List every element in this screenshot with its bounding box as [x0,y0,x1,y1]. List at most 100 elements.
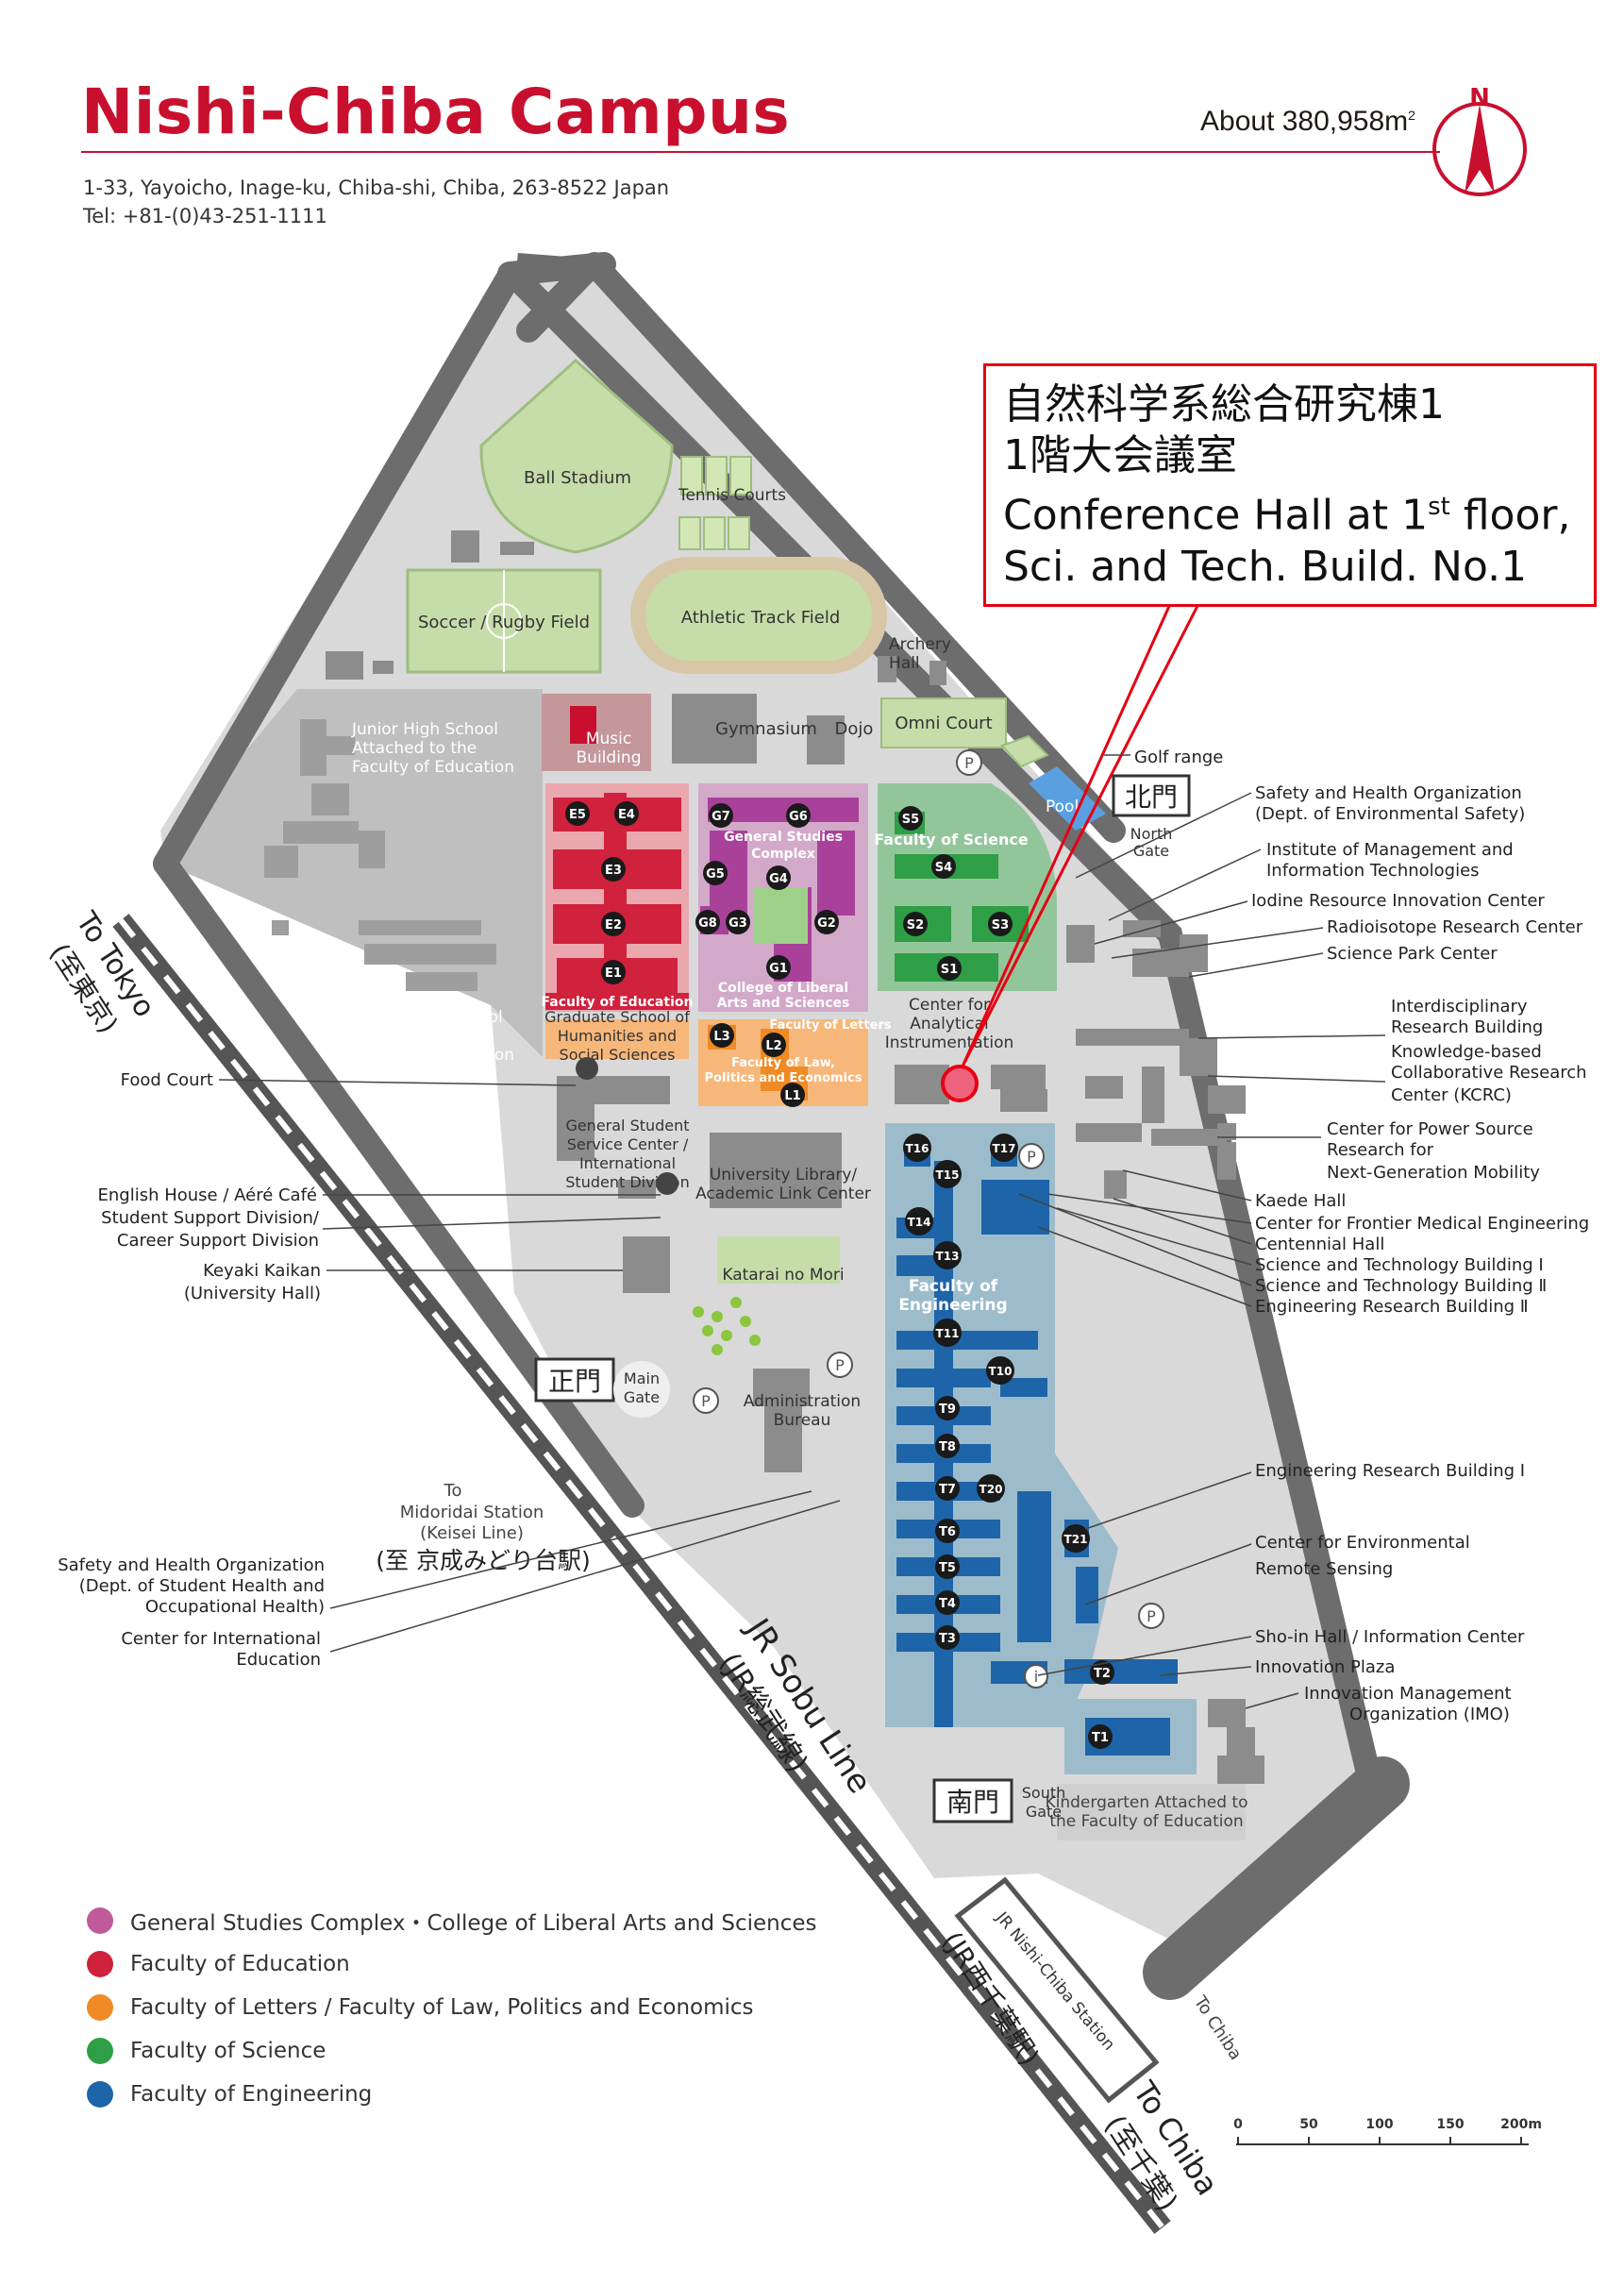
gssc-label-3: International [579,1154,676,1172]
building-code-t2[interactable]: T2 [1090,1660,1114,1685]
building-code-g3[interactable]: G3 [726,910,750,934]
sci-tech-buildings[interactable] [991,1065,1047,1112]
athletic-label: Athletic Track Field [681,608,841,628]
building-code-g1[interactable]: G1 [766,955,791,980]
law-label-2: Politics and Economics [704,1071,862,1085]
main-gate[interactable]: 正門 Main Gate [534,1357,670,1418]
building-code-t3[interactable]: T3 [935,1625,960,1650]
building-code-t13[interactable]: T13 [933,1241,962,1269]
food-court-icon[interactable] [576,1057,598,1080]
gymnasium[interactable] [672,694,757,764]
east-buildings[interactable] [1066,920,1264,1784]
building-code-g6[interactable]: G6 [786,803,811,828]
building-code-t7[interactable]: T7 [935,1476,960,1501]
dojo[interactable] [807,715,845,764]
ball-stadium[interactable] [479,358,674,554]
elementary-school[interactable] [272,920,496,991]
diagonal-top-road [516,253,605,278]
pool[interactable] [1029,766,1106,831]
building-code-t9[interactable]: T9 [935,1396,960,1420]
building-code-g4[interactable]: G4 [766,865,791,890]
legend-label: Faculty of Science [130,2039,326,2063]
legend-swatch [87,1994,113,2021]
building-code-s2[interactable]: S2 [903,912,928,936]
right-label-23: Center for Environmental [1255,1533,1470,1553]
midori-label-4: (至 京成みどり台駅) [376,1547,590,1574]
eng-label-2: Engineering [898,1296,1007,1315]
gssc-label-1: General Student [565,1117,689,1134]
information-icon[interactable]: i [1024,1664,1048,1689]
music-label-2: Building [577,748,642,767]
building-code-t15[interactable]: T15 [933,1160,962,1188]
svg-text:E4: E4 [618,808,635,822]
svg-text:T5: T5 [939,1561,956,1575]
administration-bureau[interactable] [753,1369,810,1472]
building-code-l1[interactable]: L1 [780,1083,805,1107]
legend-swatch [87,1907,113,1934]
south-gate[interactable]: 南門 South Gate [932,1778,1065,1823]
legend-item: Faculty of Letters / Faculty of Law, Pol… [87,1986,817,2029]
svg-text:L2: L2 [765,1039,781,1053]
building-code-s1[interactable]: S1 [937,956,962,981]
junior-high-school[interactable] [264,719,385,878]
svg-text:S2: S2 [907,918,924,932]
building-code-e2[interactable]: E2 [601,912,626,936]
omni-court[interactable] [880,697,1007,748]
building-code-s4[interactable]: S4 [931,854,956,879]
golf-range[interactable] [1000,734,1049,768]
building-code-e1[interactable]: E1 [601,960,626,984]
right-label-12: Center (KCRC) [1391,1085,1512,1105]
right-leader-lines [1018,754,1386,1709]
building-code-t4[interactable]: T4 [935,1590,960,1615]
svg-text:T17: T17 [993,1142,1016,1155]
student-service-buildings[interactable] [557,1076,670,1293]
science-label: Faculty of Science [874,831,1029,848]
building-code-g5[interactable]: G5 [703,861,728,885]
legend-item: General Studies Complex・College of Liber… [87,1899,817,1942]
building-code-t11[interactable]: T11 [933,1319,962,1347]
building-code-l2[interactable]: L2 [762,1033,786,1057]
parking-icons[interactable]: P P P P P [693,749,1164,1629]
building-code-l3[interactable]: L3 [710,1023,734,1048]
kindergarten[interactable] [1057,1784,1246,1840]
building-code-t17[interactable]: T17 [990,1134,1018,1162]
building-code-g2[interactable]: G2 [814,910,839,934]
building-code-s5[interactable]: S5 [898,806,923,831]
page-title: Nishi-Chiba Campus [81,76,791,148]
gshss-label-3: Social Sciences [560,1046,676,1064]
building-code-t5[interactable]: T5 [935,1554,960,1579]
university-library[interactable] [710,1133,842,1208]
building-code-t16[interactable]: T16 [903,1134,931,1162]
building-code-t1[interactable]: T1 [1088,1724,1113,1749]
admin-label-1: Administration [744,1392,861,1411]
svg-text:G5: G5 [706,867,725,882]
building-code-e3[interactable]: E3 [601,857,626,882]
gshss-zone[interactable] [545,1019,689,1059]
building-code-t20[interactable]: T20 [977,1474,1005,1503]
katarai-no-mori[interactable] [717,1236,840,1284]
legend-label: General Studies Complex・College of Liber… [130,1911,817,1936]
right-label-6: Radioisotope Research Center [1327,917,1583,937]
north-gate[interactable]: 北門 North Gate [1112,774,1191,860]
building-code-t8[interactable]: T8 [935,1434,960,1458]
building-code-t6[interactable]: T6 [935,1519,960,1543]
building-code-s3[interactable]: S3 [988,912,1013,936]
building-code-g8[interactable]: G8 [695,910,720,934]
building-code-e5[interactable]: E5 [565,801,590,826]
right-label-27: Innovation Management [1304,1684,1512,1704]
building-code-t10[interactable]: T10 [986,1356,1014,1385]
right-label-18: Centennial Hall [1255,1235,1384,1254]
analytical-instrumentation[interactable] [895,1065,949,1104]
right-label-25: Sho-in Hall / Information Center [1255,1627,1525,1647]
building-code-g7[interactable]: G7 [709,803,733,828]
building-code-t21[interactable]: T21 [1062,1524,1090,1553]
svg-text:G7: G7 [712,810,730,824]
building-code-e4[interactable]: E4 [614,801,639,826]
tennis-courts[interactable] [678,456,752,550]
building-code-t14[interactable]: T14 [905,1207,933,1235]
scale-label-4: 200m [1500,2117,1542,2132]
cafe-icon[interactable] [656,1172,678,1195]
conference-hall-marker[interactable] [941,1065,979,1102]
